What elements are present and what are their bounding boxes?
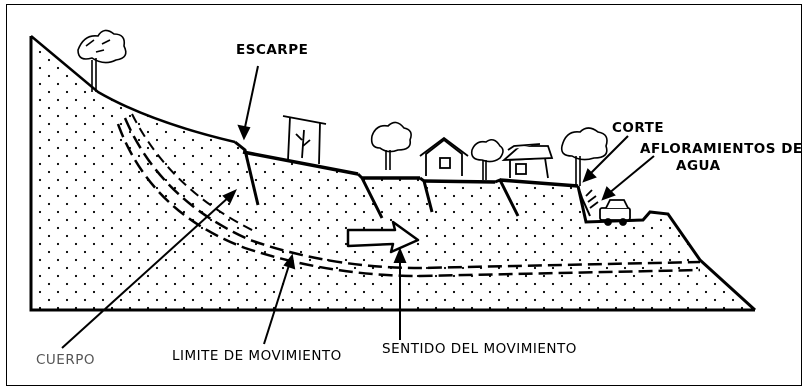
ground-base <box>29 36 755 312</box>
ground-surface <box>30 35 236 144</box>
label-limite: LIMITE DE MOVIMIENTO <box>172 348 342 364</box>
slip-surface-lower <box>116 123 701 278</box>
label-corte: CORTE <box>612 120 665 136</box>
house-icon <box>419 136 469 176</box>
tree-icon-3 <box>470 138 504 180</box>
water-seep-icon <box>585 189 599 209</box>
scarp-step-4 <box>577 185 591 217</box>
ground-surface-mid <box>242 150 359 176</box>
tree-icon-4 <box>560 127 608 186</box>
label-afloramientos-line2: AGUA <box>676 158 721 174</box>
car-icon <box>599 199 631 226</box>
label-afloramientos-line1: AFLORAMIENTOS DE <box>640 141 803 157</box>
leader-arrows <box>61 65 655 349</box>
tree-icon-hilltop <box>77 29 127 92</box>
label-sentido: SENTIDO DEL MOVIMIENTO <box>382 341 577 357</box>
slip-surface-upper <box>123 117 701 270</box>
scarp-main <box>234 140 260 206</box>
movement-arrow <box>346 220 420 254</box>
house-icon-2 <box>501 143 554 179</box>
diagram-frame <box>6 4 802 386</box>
dead-tree-icon <box>282 115 327 165</box>
road-cut <box>576 185 757 312</box>
soil-body <box>31 36 755 310</box>
scarp-step-2 <box>419 176 434 213</box>
scarp-step-1 <box>356 172 384 219</box>
tree-icon-2 <box>370 121 412 170</box>
label-escarpe: ESCARPE <box>236 42 309 58</box>
label-cuerpo: CUERPO <box>36 352 95 368</box>
scarp-step-3 <box>494 178 520 217</box>
